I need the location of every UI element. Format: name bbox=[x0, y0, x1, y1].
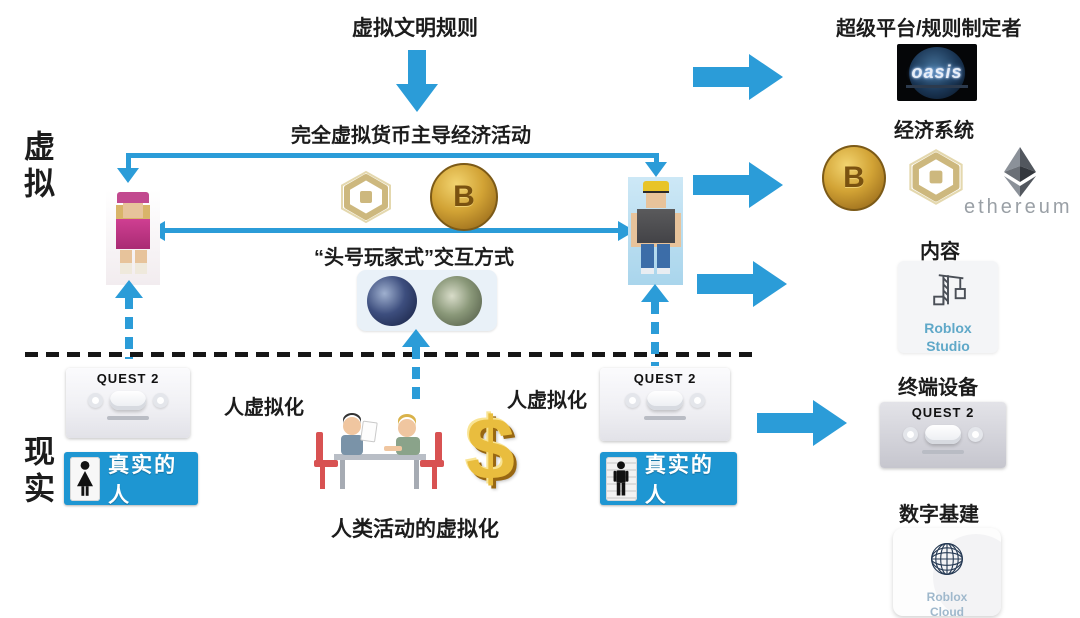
right-arrow-economy-icon bbox=[693, 162, 783, 208]
virtual-civilization-rules-label: 虚拟文明规则 bbox=[352, 17, 478, 40]
roblox-studio-card: Roblox Studio bbox=[898, 261, 998, 354]
real-person-right-label: 真实的人 bbox=[644, 453, 714, 507]
right-arrow-devices-icon bbox=[757, 400, 847, 446]
real-person-left-label: 真实的人 bbox=[108, 453, 178, 507]
oasis-logo-bar bbox=[906, 85, 968, 88]
female-pictogram-icon bbox=[77, 460, 94, 496]
male-pictogram-plate bbox=[606, 456, 637, 501]
male-pictogram-icon bbox=[613, 460, 629, 495]
oasis-globe-icon bbox=[909, 46, 965, 99]
vr-controller-icon bbox=[903, 427, 918, 442]
ready-player-one-interaction-label: “头号玩家式”交互方式 bbox=[314, 247, 514, 269]
economy-connector-left-drop bbox=[126, 153, 131, 169]
vr-headset-icon bbox=[647, 391, 683, 410]
female-avatar-image bbox=[106, 190, 160, 285]
interaction-connector-line bbox=[164, 228, 620, 233]
virtual-real-boundary-line bbox=[25, 352, 756, 357]
fineprint-bar bbox=[644, 416, 686, 420]
vr-headset-icon bbox=[110, 391, 146, 410]
game-thumbnail-fantasy-image bbox=[432, 276, 482, 326]
terminal-devices-title: 终端设备 bbox=[898, 377, 978, 399]
vr-headset-icon bbox=[925, 425, 961, 444]
oasis-logo: oasis bbox=[897, 44, 977, 101]
super-platform-title: 超级平台/规则制定者 bbox=[836, 18, 1022, 40]
roblox-studio-wordmark: Roblox Studio bbox=[924, 320, 972, 354]
roblox-cloud-card: Roblox Cloud bbox=[893, 528, 1001, 616]
reality-layer-label: 现实 bbox=[19, 435, 54, 509]
economy-connector-line bbox=[128, 153, 659, 158]
arrowhead-up-middle-icon bbox=[402, 329, 430, 347]
arrowhead-up-right-icon bbox=[641, 284, 669, 302]
vr-controller-icon bbox=[88, 393, 103, 408]
left-virtualization-dashed-arrow bbox=[125, 297, 133, 359]
vr-controller-icon bbox=[968, 427, 983, 442]
right-virtualization-dashed-arrow bbox=[651, 302, 659, 366]
fineprint-bar bbox=[922, 450, 964, 454]
middle-virtualization-dashed-arrow bbox=[412, 347, 420, 411]
robux-icon bbox=[336, 169, 396, 230]
down-arrow-icon bbox=[396, 50, 438, 112]
quest2-card-right: QUEST 2 bbox=[600, 368, 730, 441]
wire-globe-icon bbox=[931, 543, 963, 575]
right-arrow-content-icon bbox=[697, 261, 787, 307]
quest2-panel-title: QUEST 2 bbox=[911, 405, 975, 420]
real-person-box-left: 真实的人 bbox=[64, 452, 198, 507]
virtual-layer-label: 虚拟 bbox=[19, 130, 54, 204]
ethereum-icon bbox=[1000, 146, 1040, 203]
quest2-right-title: QUEST 2 bbox=[633, 371, 697, 386]
real-person-box-right: 真实的人 bbox=[600, 452, 737, 507]
quest2-card-left: QUEST 2 bbox=[66, 368, 190, 438]
person-virtualization-right-label: 人虚拟化 bbox=[507, 390, 587, 412]
crane-icon bbox=[933, 274, 966, 306]
roblox-cloud-wordmark: Roblox Cloud bbox=[926, 590, 968, 616]
economy-connector-right-drop bbox=[654, 153, 659, 163]
bitcoin-coin-right-icon: B bbox=[822, 145, 886, 211]
female-pictogram-plate bbox=[70, 456, 101, 501]
oasis-logo-text: oasis bbox=[911, 62, 963, 82]
ethereum-wordmark: ethereum bbox=[964, 196, 1073, 218]
robux-right-icon bbox=[904, 147, 968, 212]
quest2-left-title: QUEST 2 bbox=[96, 371, 160, 386]
quest2-card-panel: QUEST 2 bbox=[880, 402, 1006, 468]
content-title: 内容 bbox=[920, 241, 960, 263]
vr-controller-icon bbox=[690, 393, 705, 408]
activity-virtualization-label: 人类活动的虚拟化 bbox=[331, 518, 499, 541]
right-arrow-super-platform-icon bbox=[693, 54, 783, 100]
vr-controller-icon bbox=[153, 393, 168, 408]
dollar-icon: $ bbox=[466, 399, 515, 498]
digital-infrastructure-title: 数字基建 bbox=[899, 504, 979, 526]
fineprint-bar bbox=[107, 416, 149, 420]
bitcoin-coin-icon: B bbox=[430, 163, 498, 231]
vr-controller-icon bbox=[625, 393, 640, 408]
arrowhead-down-right-icon bbox=[645, 162, 667, 177]
virtual-currency-economy-label: 完全虚拟货币主导经济活动 bbox=[291, 125, 531, 147]
meeting-cartoon-image bbox=[310, 402, 448, 493]
game-thumbnail-scifi-image bbox=[367, 276, 417, 326]
person-virtualization-left-label: 人虚拟化 bbox=[224, 397, 304, 419]
economy-system-title: 经济系统 bbox=[894, 120, 974, 142]
game-thumbnails-panel bbox=[357, 270, 497, 331]
arrowhead-down-left-icon bbox=[117, 168, 139, 183]
arrowhead-up-left-icon bbox=[115, 280, 143, 298]
male-avatar-image bbox=[628, 177, 683, 285]
